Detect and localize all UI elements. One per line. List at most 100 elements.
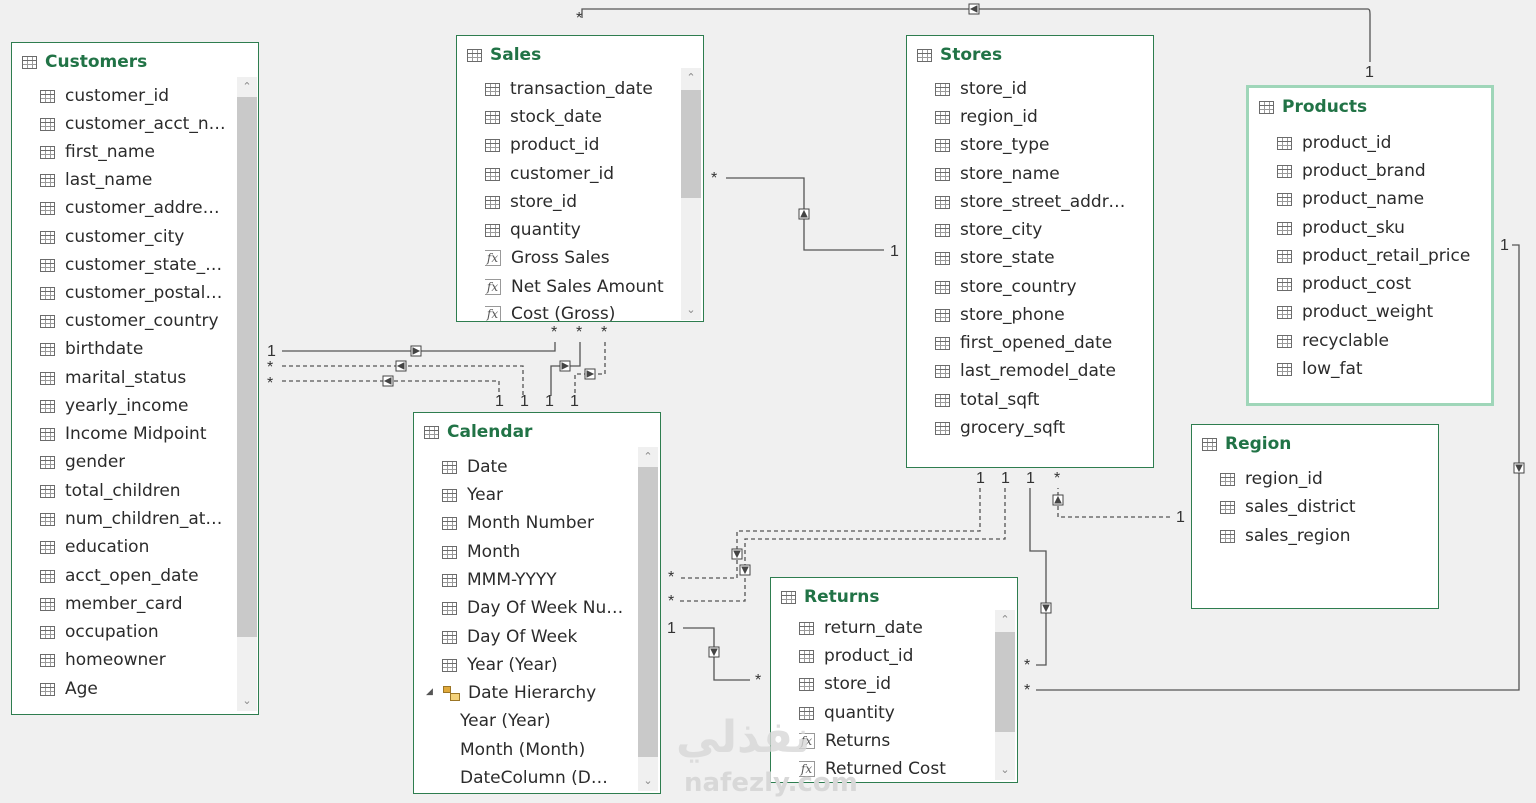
field-row[interactable]: store_street_addre…: [935, 190, 1135, 214]
scroll-down-icon[interactable]: ⌄: [643, 774, 653, 787]
field-row[interactable]: grocery_sqft: [935, 416, 1135, 440]
scrollbar[interactable]: ⌃ ⌄: [681, 68, 701, 320]
hierarchy-row[interactable]: Date Hierarchy: [442, 681, 638, 705]
sales-table[interactable]: Sales transaction_date stock_date produc…: [456, 35, 704, 322]
field-row[interactable]: low_fat: [1277, 357, 1487, 381]
field-row[interactable]: Month Number: [442, 511, 638, 535]
field-row[interactable]: member_card: [40, 592, 236, 616]
field-row[interactable]: acct_open_date: [40, 564, 236, 588]
field-row[interactable]: return_date: [799, 616, 995, 640]
scroll-down-icon[interactable]: ⌄: [242, 694, 252, 707]
region-table[interactable]: Region region_id sales_district sales_re…: [1191, 424, 1439, 609]
scrollbar[interactable]: ⌃ ⌄: [995, 610, 1015, 780]
field-row[interactable]: yearly_income: [40, 394, 236, 418]
customers-table[interactable]: Customers customer_id customer_acct_n… f…: [11, 42, 259, 715]
field-row[interactable]: total_children: [40, 479, 236, 503]
field-row[interactable]: homeowner: [40, 648, 236, 672]
field-row[interactable]: customer_addre…: [40, 196, 236, 220]
field-row[interactable]: store_phone: [935, 303, 1135, 327]
field-row[interactable]: region_id: [935, 105, 1135, 129]
field-row[interactable]: customer_id: [485, 162, 681, 186]
field-row[interactable]: customer_acct_n…: [40, 112, 236, 136]
field-row[interactable]: recyclable: [1277, 329, 1487, 353]
field-row[interactable]: product_id: [799, 644, 995, 668]
field-row[interactable]: store_name: [935, 162, 1135, 186]
scrollbar[interactable]: ⌃ ⌄: [237, 77, 257, 711]
field-row[interactable]: Age: [40, 677, 236, 701]
scroll-up-icon[interactable]: ⌃: [1000, 613, 1010, 626]
field-row[interactable]: total_sqft: [935, 388, 1135, 412]
calendar-title[interactable]: Calendar: [424, 421, 532, 443]
hierarchy-level[interactable]: Year (Year): [460, 711, 551, 731]
field-row[interactable]: Year: [442, 483, 638, 507]
scroll-thumb[interactable]: [237, 97, 257, 637]
field-row[interactable]: first_opened_date: [935, 331, 1135, 355]
stores-table[interactable]: Stores store_id region_id store_type sto…: [906, 35, 1154, 468]
field-row[interactable]: MMM-YYYY: [442, 568, 638, 592]
field-row[interactable]: store_city: [935, 218, 1135, 242]
field-row[interactable]: last_name: [40, 168, 236, 192]
field-row[interactable]: Year (Year): [442, 653, 638, 677]
customers-title[interactable]: Customers: [22, 51, 147, 73]
field-row[interactable]: Date: [442, 455, 638, 479]
field-row[interactable]: birthdate: [40, 337, 236, 361]
field-row[interactable]: store_country: [935, 275, 1135, 299]
field-row[interactable]: Day Of Week Nu…: [442, 596, 638, 620]
collapse-triangle-icon[interactable]: ◢: [426, 687, 433, 697]
field-row[interactable]: last_remodel_date: [935, 359, 1135, 383]
field-row[interactable]: store_id: [799, 672, 995, 696]
field-row[interactable]: first_name: [40, 140, 236, 164]
scroll-up-icon[interactable]: ⌃: [242, 80, 252, 93]
field-row[interactable]: quantity: [799, 701, 995, 725]
scroll-down-icon[interactable]: ⌄: [686, 303, 696, 316]
stores-title[interactable]: Stores: [917, 44, 1002, 66]
scroll-thumb[interactable]: [995, 632, 1015, 732]
field-row[interactable]: product_weight: [1277, 300, 1487, 324]
field-row[interactable]: num_children_at…: [40, 507, 236, 531]
field-row[interactable]: sales_district: [1220, 495, 1420, 519]
field-row[interactable]: education: [40, 535, 236, 559]
field-row[interactable]: store_type: [935, 133, 1135, 157]
field-row[interactable]: product_cost: [1277, 272, 1487, 296]
field-row[interactable]: Day Of Week: [442, 625, 638, 649]
field-row[interactable]: product_id: [485, 133, 681, 157]
scroll-up-icon[interactable]: ⌃: [643, 450, 653, 463]
field-row[interactable]: product_id: [1277, 131, 1487, 155]
field-row[interactable]: product_name: [1277, 187, 1487, 211]
field-row[interactable]: customer_country: [40, 309, 236, 333]
calendar-table[interactable]: Calendar Date Year Month Number Month MM…: [413, 412, 661, 794]
hierarchy-level[interactable]: DateColumn (D…: [460, 768, 608, 788]
field-row[interactable]: store_id: [935, 77, 1135, 101]
products-table[interactable]: Products product_id product_brand produc…: [1246, 85, 1494, 406]
region-title[interactable]: Region: [1202, 433, 1291, 455]
sales-title[interactable]: Sales: [467, 44, 541, 66]
field-row[interactable]: product_brand: [1277, 159, 1487, 183]
scroll-down-icon[interactable]: ⌄: [1000, 763, 1010, 776]
field-row[interactable]: marital_status: [40, 366, 236, 390]
field-row[interactable]: customer_id: [40, 84, 236, 108]
field-row[interactable]: store_state: [935, 246, 1135, 270]
field-row[interactable]: transaction_date: [485, 77, 681, 101]
field-row[interactable]: Month: [442, 540, 638, 564]
field-row[interactable]: occupation: [40, 620, 236, 644]
field-row[interactable]: product_sku: [1277, 216, 1487, 240]
scroll-up-icon[interactable]: ⌃: [686, 71, 696, 84]
field-row[interactable]: store_id: [485, 190, 681, 214]
field-row[interactable]: customer_state_…: [40, 253, 236, 277]
field-row[interactable]: sales_region: [1220, 524, 1420, 548]
scroll-thumb[interactable]: [681, 90, 701, 198]
hierarchy-level[interactable]: Month (Month): [460, 740, 586, 760]
field-row[interactable]: region_id: [1220, 467, 1420, 491]
returns-title[interactable]: Returns: [781, 586, 879, 608]
field-row[interactable]: product_retail_price: [1277, 244, 1487, 268]
field-row[interactable]: gender: [40, 450, 236, 474]
scrollbar[interactable]: ⌃ ⌄: [638, 447, 658, 791]
returns-table[interactable]: Returns return_date product_id store_id …: [770, 577, 1018, 783]
field-row[interactable]: Income Midpoint: [40, 422, 236, 446]
field-row[interactable]: customer_city: [40, 225, 236, 249]
